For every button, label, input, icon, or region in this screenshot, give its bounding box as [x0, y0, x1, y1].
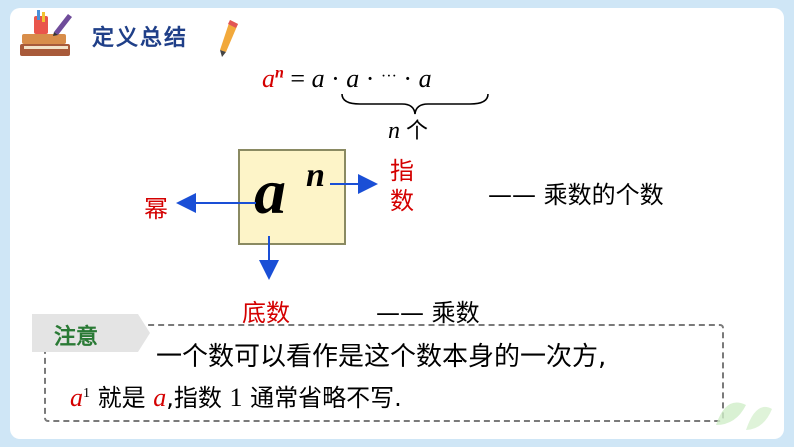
power-label: 幂 [144, 195, 168, 223]
brace-count-var: n [388, 118, 400, 144]
note-base: a [70, 383, 83, 412]
power-box: a n [238, 149, 346, 245]
note-tab-label: 注意 [54, 325, 99, 350]
page-title: 定义总结 [92, 26, 189, 51]
slide: 定义总结 an = a · a · ··· · a n 个 a n [10, 8, 784, 439]
formula-exponent: n [275, 64, 284, 82]
note-text-part: 就是 [90, 384, 154, 412]
underbrace [341, 93, 489, 115]
note-tab [32, 314, 150, 352]
note-text-line2: a1 就是 a,指数 1 通常省略不写. [70, 378, 402, 413]
power-definition-formula: an = a · a · ··· · a [262, 64, 432, 94]
base-label: 底数 [242, 299, 290, 327]
note-box [44, 324, 724, 422]
pencil-icon [220, 20, 238, 57]
formula-term: a [418, 64, 432, 93]
formula-base: a [262, 64, 275, 93]
note-superscript: 1 [83, 386, 90, 401]
power-exponent: n [306, 157, 325, 194]
books-icon [20, 10, 72, 56]
brace-count-label: n 个 [388, 113, 428, 145]
power-base: a [254, 156, 286, 227]
diagram-arrows [176, 174, 378, 280]
note-number: 1 [229, 383, 243, 412]
formula-dot: · [365, 64, 375, 93]
formula-dot: · [403, 64, 413, 93]
title-bar: 定义总结 [10, 8, 784, 70]
formula-equals: = [290, 64, 306, 93]
brace-count-unit: 个 [406, 119, 429, 144]
formula-term: a [311, 64, 325, 93]
base-description: —— 乘数 [376, 299, 480, 327]
note-text-line1: 一个数可以看作是这个数本身的一次方, [156, 342, 607, 372]
formula-ellipsis: ··· [380, 68, 397, 85]
exponent-label: 指数 [390, 157, 414, 215]
note-variable: a [153, 383, 167, 412]
exponent-description: —— 乘数的个数 [488, 181, 664, 209]
leaf-decoration-icon [716, 402, 772, 430]
note-text-part: ,指数 [166, 384, 230, 412]
formula-term: a [346, 64, 360, 93]
note-text-part: 通常省略不写. [242, 384, 402, 412]
formula-dot: · [331, 64, 340, 93]
